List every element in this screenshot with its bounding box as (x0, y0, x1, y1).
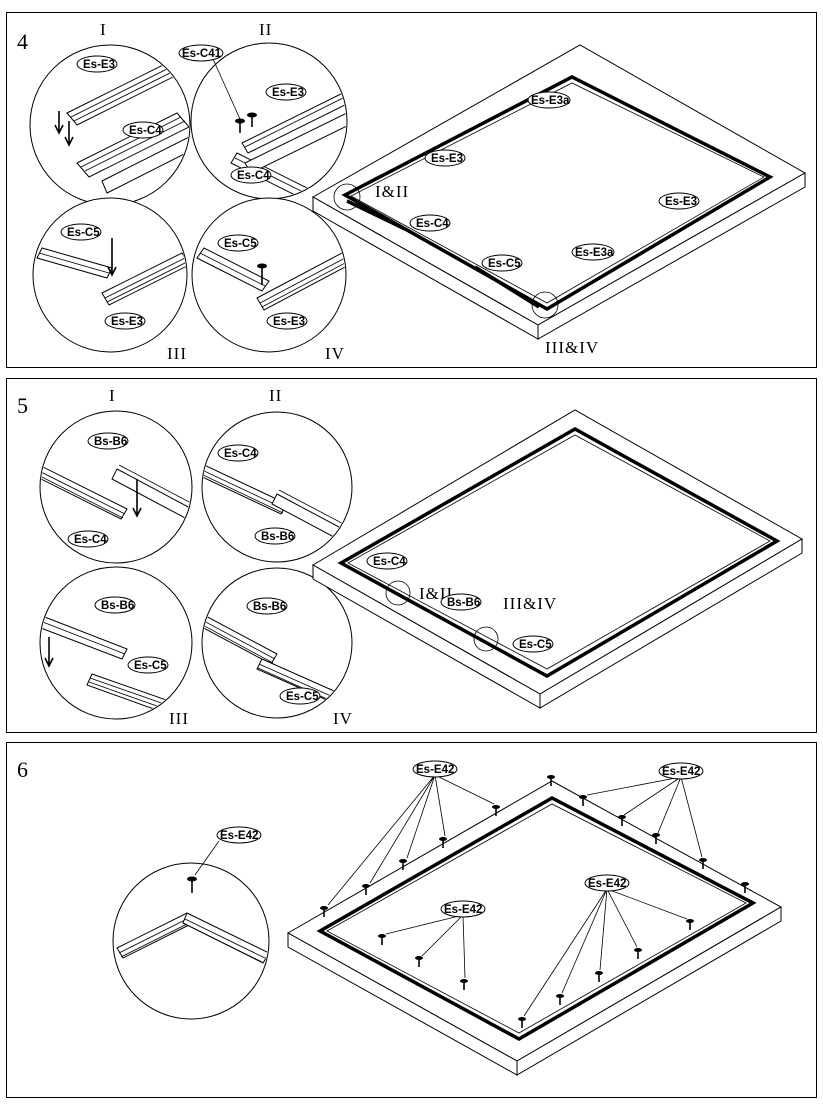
part-label: Es-C4 (373, 556, 406, 568)
part-label: Es-E3 (83, 59, 115, 71)
screw-icon (362, 884, 370, 895)
part-label: Es-E3 (111, 316, 143, 328)
detail-label: I (109, 386, 116, 405)
detail-label: II (259, 20, 272, 39)
detail-IV: IV Bs-B6 Es-C5 (201, 567, 353, 728)
step-5-diagram: 5 I Bs-B6 Es-C4 II Es-C4 Bs-B6 I (17, 386, 803, 728)
part-label: Es-E42 (416, 764, 454, 776)
part-label: Es-E3 (273, 316, 305, 328)
base-frame: Es-E42 Es-E42 Es-E42 Es-E42 (286, 760, 783, 1076)
part-label: Bs-B6 (447, 597, 480, 609)
detail-III: III Bs-B6 Es-C5 (39, 566, 193, 728)
detail-label: III (169, 709, 189, 728)
screw-icon (556, 994, 564, 1005)
detail-label: III (167, 344, 187, 363)
part-label: Bs-B6 (94, 436, 127, 448)
screw-icon (741, 882, 749, 893)
screw-label: Es-C41 (182, 48, 222, 60)
screw-icon (699, 858, 707, 869)
detail-III: III Es-C5 Es-E3 (32, 197, 188, 363)
detail-I: I Bs-B6 Es-C4 (39, 386, 193, 564)
part-label: Es-C4 (237, 170, 270, 182)
part-label: Es-E3a (575, 247, 614, 259)
part-label: Es-E42 (588, 878, 626, 890)
part-label: Es-E42 (220, 830, 258, 842)
screw-icon (247, 112, 257, 127)
part-label: Es-C5 (286, 691, 319, 703)
part-label: Bs-B6 (253, 601, 286, 613)
base-frame: I&II III&IV Es-C4 Bs-B6 Es-C5 (312, 409, 803, 709)
screw-icon (492, 805, 500, 816)
part-label: Es-C4 (129, 125, 162, 137)
screw-icon (579, 795, 587, 806)
base-frame: I&II III&IV Es-E3a Es-E3 Es-E3 Es-C4 Es-… (311, 44, 807, 357)
callout-label: I&II (375, 182, 409, 201)
screw-icon (187, 876, 197, 893)
part-label: Es-E3 (431, 153, 463, 165)
callout-label: III&IV (545, 338, 599, 357)
detail-corner: Es-E42 (112, 826, 270, 1020)
step-5-panel: 5 I Bs-B6 Es-C4 II Es-C4 Bs-B6 I (6, 378, 817, 733)
detail-II: II Es-C4 Bs-B6 (201, 386, 353, 563)
part-label: Es-E42 (662, 766, 700, 778)
screw-icon (547, 775, 555, 786)
part-label: Es-C5 (134, 660, 167, 672)
part-label: Es-E3 (272, 87, 304, 99)
part-label: Bs-B6 (101, 600, 134, 612)
part-label: Es-C4 (416, 218, 449, 230)
detail-label: I (100, 20, 107, 39)
part-label: Es-E3 (665, 196, 697, 208)
detail-IV: IV Es-C5 Es-E3 (191, 197, 347, 363)
part-label: Bs-B6 (261, 531, 294, 543)
detail-I: I Es-E3 Es-C4 (29, 20, 191, 206)
detail-label: IV (325, 344, 345, 363)
step-number: 4 (17, 29, 28, 54)
part-label: Es-C4 (74, 534, 107, 546)
screw-icon (634, 948, 642, 959)
screw-icon (320, 906, 328, 917)
detail-label: IV (333, 709, 353, 728)
screw-icon (235, 118, 245, 133)
part-label: Es-C5 (224, 238, 257, 250)
screw-icon (686, 919, 694, 930)
part-label: Es-C5 (488, 258, 521, 270)
screw-icon (378, 934, 386, 945)
part-label: Es-C5 (519, 639, 552, 651)
screw-icon (652, 833, 660, 844)
screw-icon (399, 859, 407, 870)
step-6-panel: 6 Es-E42 Es-E42 (6, 742, 817, 1098)
part-label: Es-E3a (531, 95, 570, 107)
screw-icon (518, 1017, 526, 1028)
callout-label: III&IV (503, 594, 557, 613)
step-6-diagram: 6 Es-E42 Es-E42 (17, 757, 783, 1076)
screw-icon (415, 956, 423, 967)
detail-label: II (269, 386, 282, 405)
screw-icon (618, 815, 626, 826)
step-number: 5 (17, 393, 28, 418)
step-number: 6 (17, 757, 28, 782)
step-4-panel: 4 I Es-E3 Es-C4 II (6, 12, 817, 368)
detail-II: II Es-C41 Es-E3 Es-C4 (178, 20, 348, 200)
step-4-diagram: 4 I Es-E3 Es-C4 II (17, 20, 807, 363)
part-label: Es-E42 (444, 904, 482, 916)
screw-icon (439, 837, 447, 848)
screw-icon (460, 979, 468, 990)
part-label: Es-C5 (67, 227, 100, 239)
screw-icon (257, 263, 267, 285)
part-label: Es-C4 (224, 448, 257, 460)
screw-icon (595, 971, 603, 982)
